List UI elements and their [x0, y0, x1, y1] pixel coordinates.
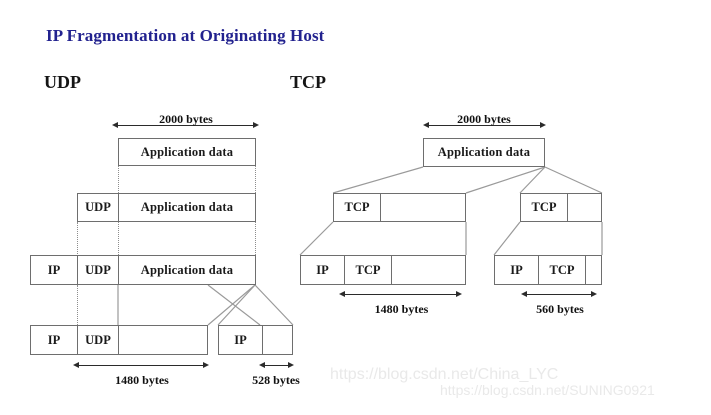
- tcp-560-arrow-line: [526, 294, 594, 296]
- tcp-2000-arrow-right: [540, 122, 546, 128]
- section-heading-tcp: TCP: [290, 72, 326, 92]
- tcp-560-arrow-right: [591, 291, 597, 297]
- watermark-primary: https://blog.csdn.net/China_LYC: [330, 366, 559, 383]
- udp-fragment-1: IP UDP: [30, 325, 208, 355]
- udp-application-data-box: Application data: [118, 138, 256, 166]
- udp-fragment-2: IP: [218, 325, 293, 355]
- fragment2-payload-cell: [263, 326, 292, 354]
- udp-header-cell: UDP: [78, 194, 119, 221]
- tcp-ip-datagram-1: IP TCP: [300, 255, 466, 285]
- tcp-app-data-cell: Application data: [437, 145, 531, 159]
- udp-1480-arrow-right: [203, 362, 209, 368]
- fragment1-ip-cell: IP: [31, 326, 78, 354]
- ip-header-cell: IP: [31, 256, 78, 284]
- udp-guide-frag: [77, 285, 78, 327]
- udp-1480-arrow-line: [78, 365, 206, 367]
- tcp-size-1480-label: 1480 bytes: [374, 302, 429, 316]
- udp-2000-arrow-right: [253, 122, 259, 128]
- udp-528-arrow-line: [264, 365, 289, 367]
- datagram2-tcp-cell: TCP: [539, 256, 586, 284]
- udp-1480-arrow-left: [73, 362, 79, 368]
- section-heading-udp: UDP: [44, 72, 81, 92]
- page-title: IP Fragmentation at Originating Host: [46, 26, 325, 45]
- udp-528-arrow-left: [259, 362, 265, 368]
- tcp-2000-arrow-left: [423, 122, 429, 128]
- tcp-segment-1: TCP: [333, 193, 466, 222]
- udp-datagram-row: UDP Application data: [77, 193, 256, 222]
- segment2-tcp-cell: TCP: [521, 194, 568, 221]
- datagram1-payload-cell: [392, 256, 465, 284]
- udp-size-2000-label: 2000 bytes: [159, 112, 213, 126]
- fragment1-payload-cell: [119, 326, 207, 354]
- udp-header-cell-2: UDP: [78, 256, 119, 284]
- tcp-segment-2: TCP: [520, 193, 602, 222]
- udp-app-data-cell-2: Application data: [140, 200, 234, 214]
- tcp-1480-arrow-line: [344, 294, 459, 296]
- tcp-560-arrow-left: [521, 291, 527, 297]
- udp-size-1480-label: 1480 bytes: [115, 373, 169, 387]
- tcp-2000-arrow-line: [428, 125, 540, 127]
- segment2-payload-cell: [568, 194, 601, 221]
- segment1-tcp-cell: TCP: [334, 194, 381, 221]
- tcp-ip-datagram-2: IP TCP: [494, 255, 602, 285]
- udp-app-data-cell-3: Application data: [140, 262, 234, 277]
- udp-ip-datagram-row: IP UDP Application data: [30, 255, 256, 285]
- segment1-payload-cell: [381, 194, 465, 221]
- tcp-application-data-box: Application data: [423, 138, 545, 167]
- datagram1-ip-cell: IP: [301, 256, 345, 284]
- udp-528-arrow-right: [288, 362, 294, 368]
- tcp-size-2000-label: 2000 bytes: [457, 112, 511, 126]
- tcp-1480-arrow-left: [339, 291, 345, 297]
- udp-app-data-cell: Application data: [140, 144, 234, 159]
- tcp-1480-arrow-right: [456, 291, 462, 297]
- udp-2000-arrow-left: [112, 122, 118, 128]
- datagram2-ip-cell: IP: [495, 256, 539, 284]
- datagram1-tcp-cell: TCP: [345, 256, 392, 284]
- datagram2-payload-cell: [586, 256, 601, 284]
- udp-2000-arrow-line: [117, 125, 253, 127]
- fragment2-ip-cell: IP: [219, 326, 263, 354]
- tcp-size-560-label: 560 bytes: [536, 302, 584, 316]
- watermark-secondary: https://blog.csdn.net/SUNING0921: [440, 382, 655, 398]
- fragment1-udp-cell: UDP: [78, 326, 119, 354]
- udp-guide-left-lower: [77, 222, 78, 256]
- udp-size-528-label: 528 bytes: [252, 373, 300, 387]
